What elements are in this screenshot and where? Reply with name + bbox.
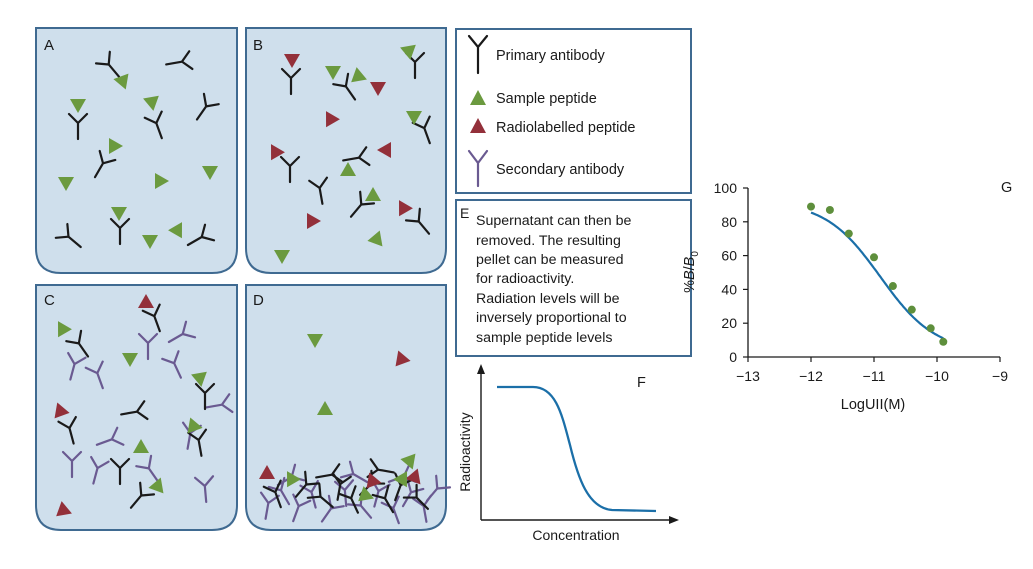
green-triangle-icon: [470, 90, 486, 105]
panel-d-label: D: [253, 292, 264, 309]
ylabel-sub: 0: [690, 251, 701, 257]
legend-box: Primary antibody Sample peptide Radiolab…: [455, 28, 692, 194]
note-line-4: for radioactivity.: [476, 271, 574, 287]
y-tick-label: 40: [721, 281, 737, 297]
red-triangle-icon: [470, 118, 486, 133]
data-point: [870, 253, 878, 262]
chart-ylabel: %B/B0: [682, 251, 701, 293]
arrow-up-icon: [477, 364, 485, 374]
y-tick-label: 80: [721, 214, 737, 230]
fit-curve: [810, 211, 944, 340]
panel-d-beaker: D: [245, 284, 447, 531]
x-tick-label: −11: [863, 368, 886, 384]
note-line-3: pellet can be measured: [476, 252, 624, 268]
data-point: [825, 205, 834, 214]
y-tick-label: 20: [721, 315, 737, 331]
panel-b-label: B: [253, 37, 263, 54]
schematic-letter: F: [637, 375, 646, 391]
data-point: [939, 337, 948, 346]
y-tick-label: 60: [721, 248, 737, 264]
schematic-ylabel: Radioactivity: [457, 412, 473, 491]
note-line-1: Supernatant can then be: [476, 213, 632, 229]
x-tick-label: −13: [736, 368, 760, 384]
panel-a-beaker: A: [35, 27, 238, 274]
data-points: [807, 202, 948, 346]
legend-label-secondary: Secondary antibody: [496, 162, 625, 178]
legend-label-radiolabelled: Radiolabelled peptide: [496, 120, 635, 136]
x-tick-label: −10: [925, 368, 949, 384]
ylabel-b0: B: [682, 256, 698, 266]
chart-xlabel: LogUII(M): [841, 397, 905, 413]
chart-letter: G: [1001, 180, 1012, 196]
data-point: [844, 229, 853, 238]
y-tick-label: 100: [714, 180, 738, 196]
legend-label-sample: Sample peptide: [496, 91, 597, 107]
ylabel-sep: /: [682, 265, 698, 270]
data-point: [926, 324, 935, 333]
y-tick-label: 0: [729, 349, 737, 365]
schematic-f: F Concentration Radioactivity: [457, 364, 679, 543]
ylabel-prefix: %: [682, 280, 698, 293]
panel-b-beaker: B: [245, 27, 447, 274]
ylabel-b: B: [682, 270, 698, 280]
legend-label-primary: Primary antibody: [496, 48, 606, 64]
note-line-2: removed. The resulting: [476, 233, 621, 249]
secondary-antibody-icon: [467, 149, 489, 188]
note-line-7: sample peptide levels: [476, 330, 612, 346]
y-ticks: 0 20 40 60 80 100: [714, 180, 748, 365]
note-line-6: inversely proportional to: [476, 310, 627, 326]
panel-a-label: A: [44, 37, 54, 54]
x-tick-label: −9: [992, 368, 1008, 384]
arrow-right-icon: [669, 516, 679, 524]
note-letter: E: [460, 205, 469, 221]
data-point: [888, 282, 897, 291]
x-ticks: −13 −12 −11 −10 −9: [736, 357, 1008, 384]
data-point: [807, 202, 815, 211]
schematic-curve: [497, 385, 657, 513]
note-box: E Supernatant can then be removed. The r…: [455, 199, 692, 357]
schematic-xlabel: Concentration: [532, 527, 619, 543]
data-point: [907, 305, 916, 314]
panel-c-label: C: [44, 292, 55, 309]
note-line-5: Radiation levels will be: [476, 291, 620, 307]
primary-antibody-icon: [467, 34, 489, 75]
x-tick-label: −12: [799, 368, 823, 384]
panel-c-beaker: C: [35, 284, 238, 531]
